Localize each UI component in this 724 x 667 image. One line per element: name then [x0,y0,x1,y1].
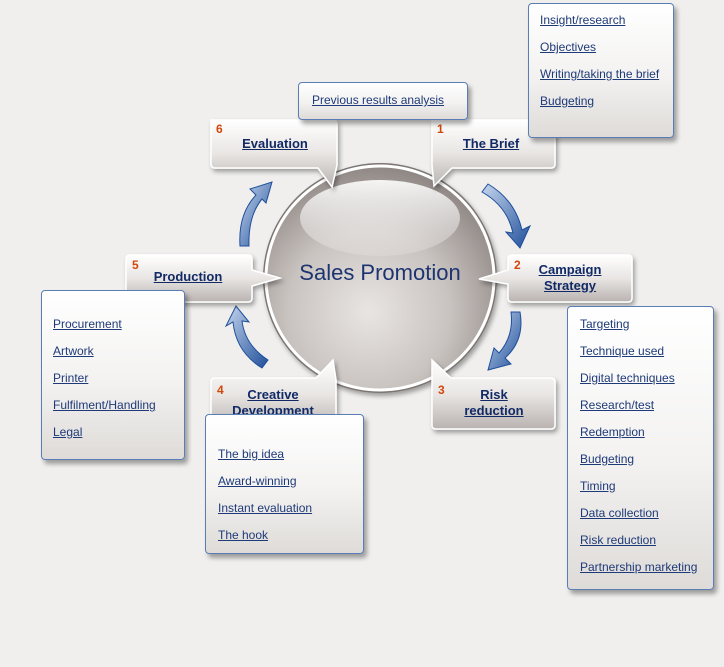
panel-production: Procurement Artwork Printer Fulfilment/H… [41,290,185,460]
link-printer[interactable]: Printer [53,371,89,385]
panel-strategy: Targeting Technique used Digital techniq… [567,306,714,590]
link-previous-results-analysis[interactable]: Previous results analysis [312,93,445,107]
arrow-strategy-to-risk [487,311,522,371]
step-number-5: 5 [132,258,139,272]
link-the-big-idea[interactable]: The big idea [218,447,285,461]
link-timing[interactable]: Timing [580,479,616,493]
step-title-the-brief[interactable]: The Brief [462,136,520,151]
link-budgeting[interactable]: Budgeting [540,94,595,108]
panel-brief: Insight/research Objectives Writing/taki… [528,3,674,138]
link-data-collection[interactable]: Data collection [580,506,659,520]
arrow-brief-to-strategy [481,183,532,249]
arrow-creative-to-production [224,305,269,369]
panel-evaluation: Previous results analysis [298,82,468,120]
step-number-1: 1 [437,122,444,136]
arrow-production-to-evaluation [239,181,273,247]
link-technique-used[interactable]: Technique used [580,344,665,358]
link-partnership-marketing[interactable]: Partnership marketing [580,560,698,574]
link-budgeting[interactable]: Budgeting [580,452,635,466]
link-writing-taking-the-brief[interactable]: Writing/taking the brief [540,67,660,81]
link-procurement[interactable]: Procurement [53,317,122,331]
link-fulfilment-handling[interactable]: Fulfilment/Handling [53,398,156,412]
callout-campaign-strategy [478,254,633,303]
step-number-4: 4 [217,383,224,397]
link-insight-research[interactable]: Insight/research [540,13,626,27]
link-the-hook[interactable]: The hook [218,528,269,542]
link-redemption[interactable]: Redemption [580,425,645,439]
step-title-production[interactable]: Production [153,269,223,284]
panel-creative: The big idea Award-winning Instant evalu… [205,414,364,554]
step-number-2: 2 [514,258,521,272]
callout-risk-reduction [431,358,556,430]
link-risk-reduction[interactable]: Risk reduction [580,533,657,547]
center-sphere [263,163,497,393]
link-instant-evaluation[interactable]: Instant evaluation [218,501,313,515]
link-objectives[interactable]: Objectives [540,40,597,54]
step-title-evaluation[interactable]: Evaluation [242,136,308,151]
link-research-test[interactable]: Research/test [580,398,655,412]
step-number-3: 3 [438,383,445,397]
callout-evaluation [210,119,338,189]
step-number-6: 6 [216,122,223,136]
link-artwork[interactable]: Artwork [53,344,94,358]
center-label: Sales Promotion [299,260,461,285]
link-award-winning[interactable]: Award-winning [218,474,297,488]
link-digital-techniques[interactable]: Digital techniques [580,371,675,385]
link-targeting[interactable]: Targeting [580,317,630,331]
link-legal[interactable]: Legal [53,425,83,439]
